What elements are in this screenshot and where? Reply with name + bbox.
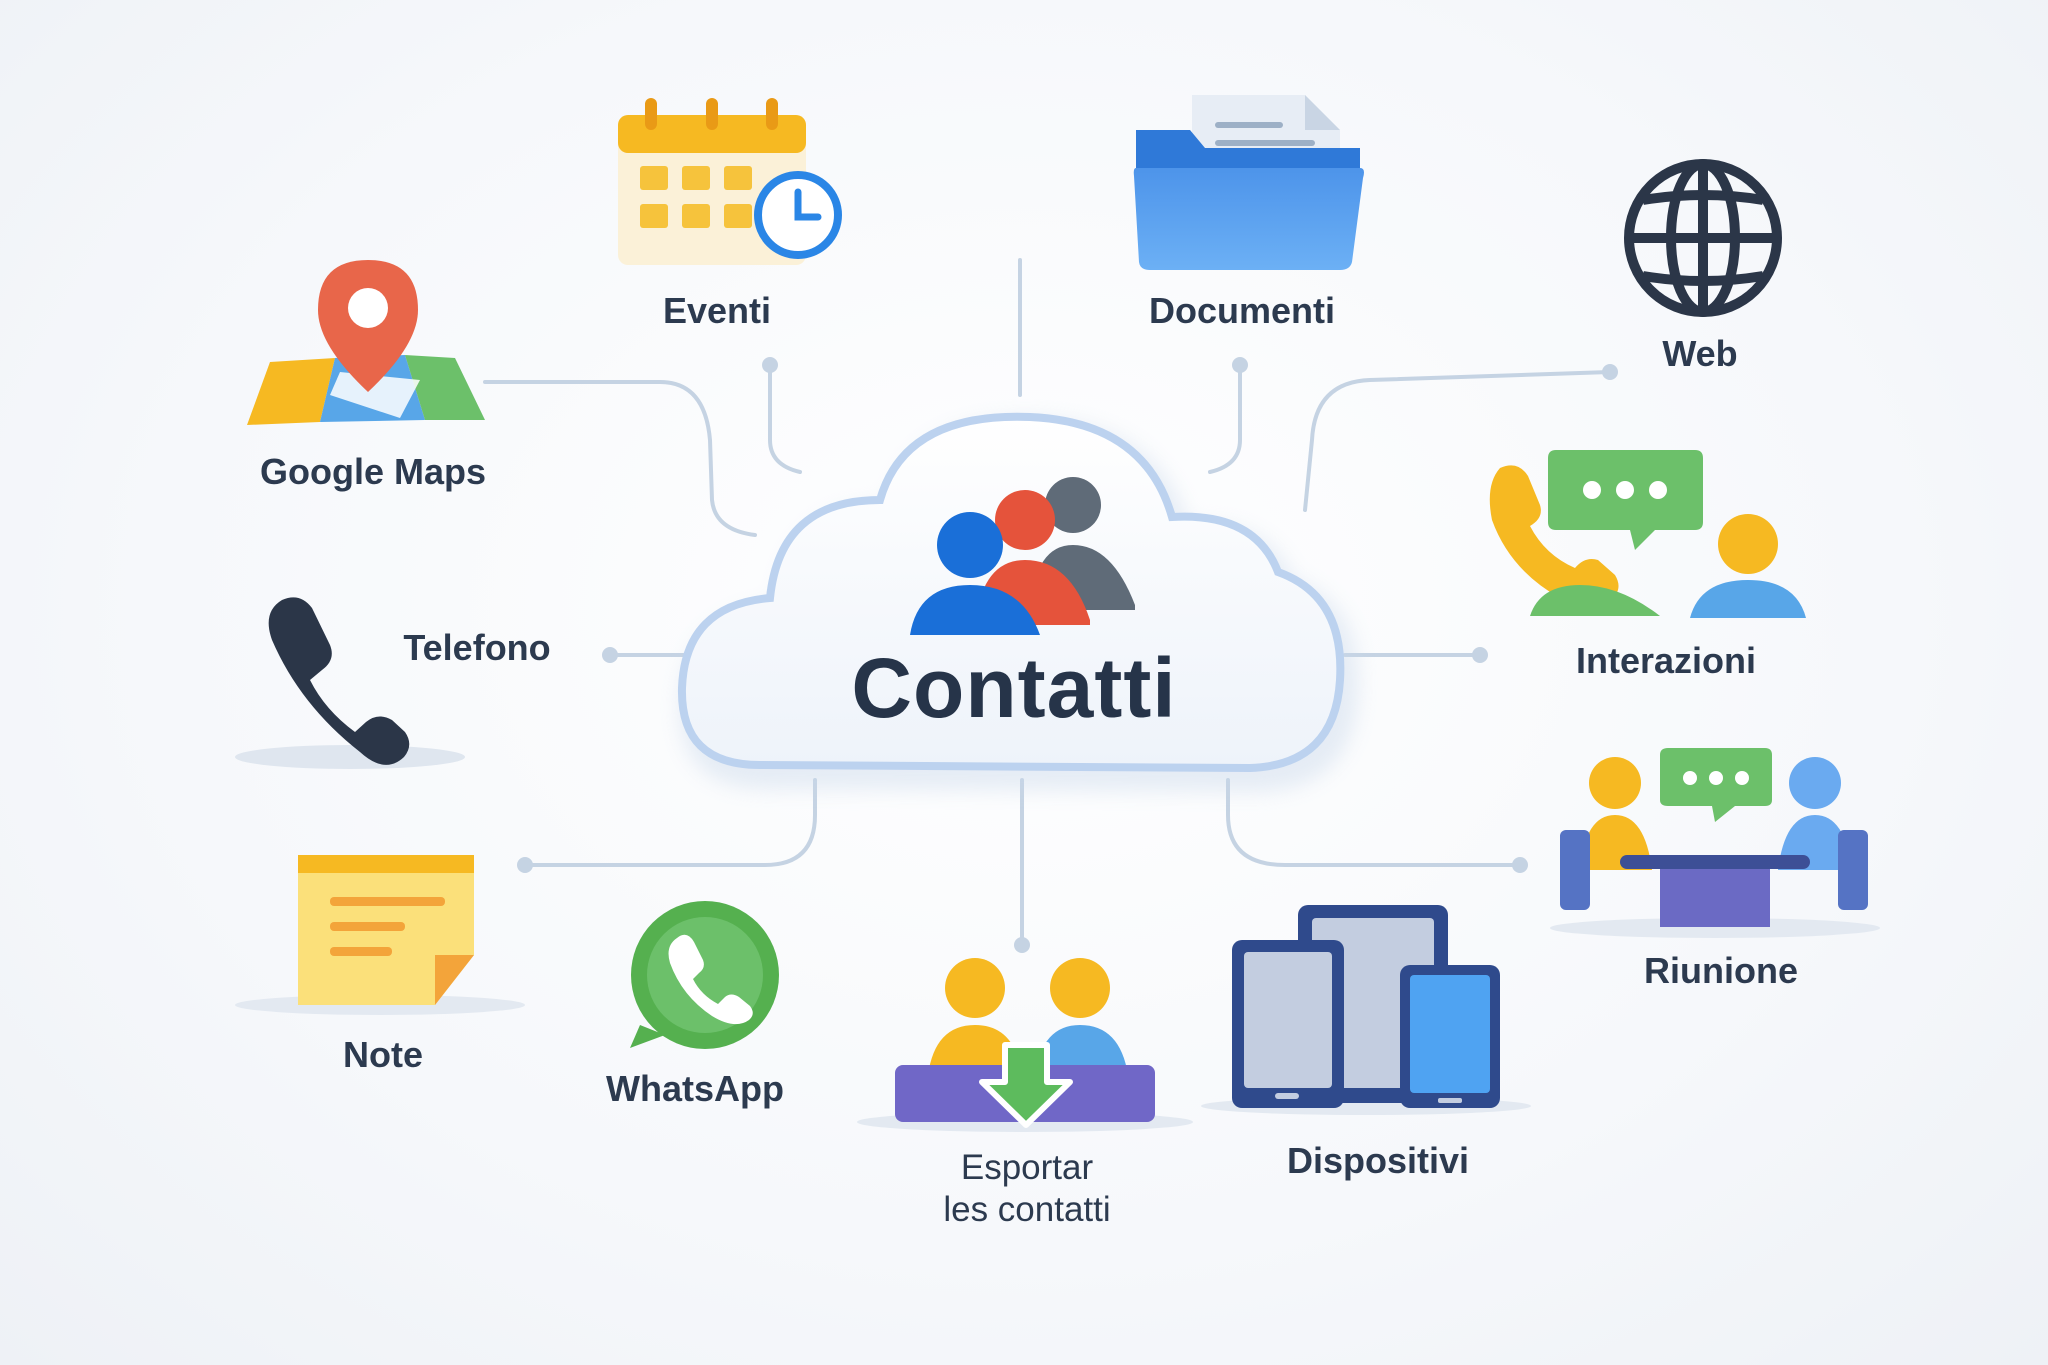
esportar-label-line1: Esportar: [960, 1148, 1094, 1187]
calendar-clock-icon: [618, 98, 842, 265]
connector-dots: [517, 357, 1618, 953]
telefono-label: Telefono: [403, 627, 551, 668]
eventi-label: Eventi: [662, 290, 772, 331]
documenti-label: Documenti: [1148, 290, 1336, 331]
center-title: Contatti: [851, 641, 1177, 735]
dispositivi-label: Dispositivi: [1286, 1140, 1470, 1181]
esportar-label-line2: les contatti: [943, 1190, 1111, 1229]
phone-shadow: [235, 745, 465, 769]
google-maps-label: Google Maps: [259, 451, 487, 492]
connector-lines: [483, 258, 1612, 947]
web-label: Web: [1662, 333, 1738, 374]
riunione-label: Riunione: [1644, 950, 1798, 991]
esportar-label: Esportar les contatti: [943, 1147, 1110, 1231]
sticky-note-icon: [298, 855, 474, 1005]
interazioni-label: Interazioni: [1575, 640, 1757, 681]
whatsapp-label: WhatsApp: [606, 1068, 784, 1109]
note-label: Note: [343, 1034, 423, 1075]
phone-chat-people-icon: [1489, 450, 1806, 618]
meeting-shadow: [1550, 918, 1880, 938]
people-group-icon: [910, 477, 1135, 635]
map-pin-icon: [247, 260, 485, 425]
export-contacts-icon: [895, 958, 1155, 1128]
devices-icon: [1232, 905, 1500, 1108]
globe-icon: [1624, 159, 1782, 317]
whatsapp-icon: [630, 901, 779, 1049]
meeting-icon: [1560, 748, 1868, 927]
phone-icon: [268, 597, 410, 765]
folder-documents-icon: [1133, 95, 1364, 270]
